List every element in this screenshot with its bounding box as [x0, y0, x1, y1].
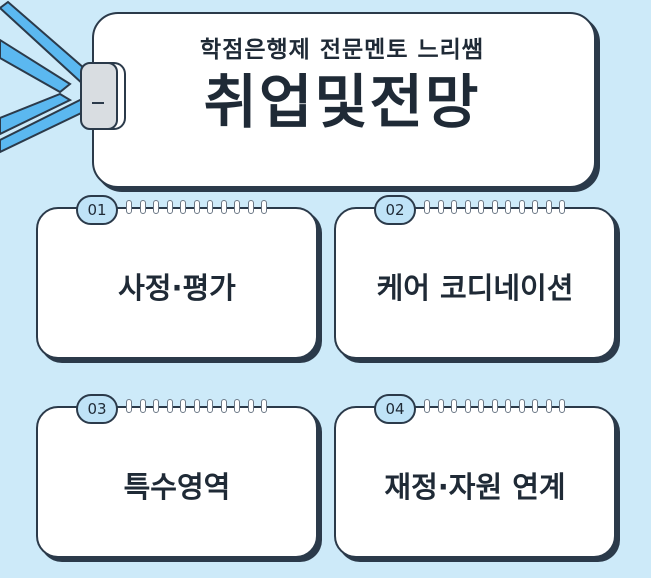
spiral-ring — [532, 200, 538, 214]
header-title-wrap: 취업및전망 — [92, 68, 592, 138]
spiral-ring — [180, 399, 186, 413]
header-subtitle: 학점은행제 전문멘토 느리쌤 — [200, 37, 484, 63]
spiral-ring — [234, 399, 240, 413]
spiral-ring — [126, 200, 132, 214]
spiral-ring — [261, 200, 267, 214]
spiral-ring — [234, 200, 240, 214]
spiral-ring — [247, 200, 254, 214]
spiral-ring — [424, 399, 430, 413]
spiral-rings-icon — [424, 399, 574, 417]
spiral-ring — [193, 200, 200, 214]
spiral-ring — [193, 399, 200, 413]
spiral-ring — [261, 399, 267, 413]
card-number-badge: 03 — [76, 394, 118, 424]
spiral-ring — [505, 200, 511, 214]
spiral-ring — [180, 200, 186, 214]
spiral-ring — [166, 200, 173, 214]
spiral-rings-icon — [126, 200, 276, 218]
spiral-ring — [424, 200, 430, 214]
spiral-ring — [478, 200, 484, 214]
page-title: 취업및전망 — [187, 68, 497, 138]
card-label: 케어 코디네이션 — [376, 271, 574, 305]
spiral-ring — [166, 399, 173, 413]
spiral-ring — [451, 200, 457, 214]
spiral-ring — [559, 399, 565, 413]
spiral-ring — [153, 399, 159, 413]
spiral-ring — [207, 399, 213, 413]
spiral-ring — [207, 200, 213, 214]
card-label: 사정·평가 — [118, 271, 236, 305]
spiral-ring — [220, 200, 227, 214]
spiral-ring — [451, 399, 457, 413]
spiral-ring — [464, 200, 471, 214]
spiral-ring — [153, 200, 159, 214]
badge-clip-icon — [80, 62, 118, 130]
spiral-ring — [437, 399, 444, 413]
card-number-badge: 01 — [76, 195, 118, 225]
spiral-ring — [247, 399, 254, 413]
spiral-ring — [505, 399, 511, 413]
spiral-rings-icon — [126, 399, 276, 417]
spiral-ring — [478, 399, 484, 413]
spiral-ring — [126, 399, 132, 413]
card-financial-resources[interactable]: 재정·자원 연계 — [334, 406, 616, 558]
spiral-ring — [545, 399, 552, 413]
spiral-ring — [464, 399, 471, 413]
card-label: 재정·자원 연계 — [384, 470, 566, 504]
spiral-ring — [139, 200, 146, 214]
card-label: 특수영역 — [123, 470, 231, 504]
spiral-ring — [559, 200, 565, 214]
spiral-ring — [518, 200, 525, 214]
spiral-ring — [491, 200, 498, 214]
spiral-ring — [139, 399, 146, 413]
spiral-ring — [545, 200, 552, 214]
card-care-coordination[interactable]: 케어 코디네이션 — [334, 207, 616, 359]
spiral-ring — [491, 399, 498, 413]
lanyard-strap — [0, 0, 102, 154]
spiral-rings-icon — [424, 200, 574, 218]
card-number-badge: 02 — [374, 195, 416, 225]
spiral-ring — [437, 200, 444, 214]
card-number-badge: 04 — [374, 394, 416, 424]
card-special-areas[interactable]: 특수영역 — [36, 406, 318, 558]
spiral-ring — [220, 399, 227, 413]
card-assessment[interactable]: 사정·평가 — [36, 207, 318, 359]
spiral-ring — [518, 399, 525, 413]
spiral-ring — [532, 399, 538, 413]
